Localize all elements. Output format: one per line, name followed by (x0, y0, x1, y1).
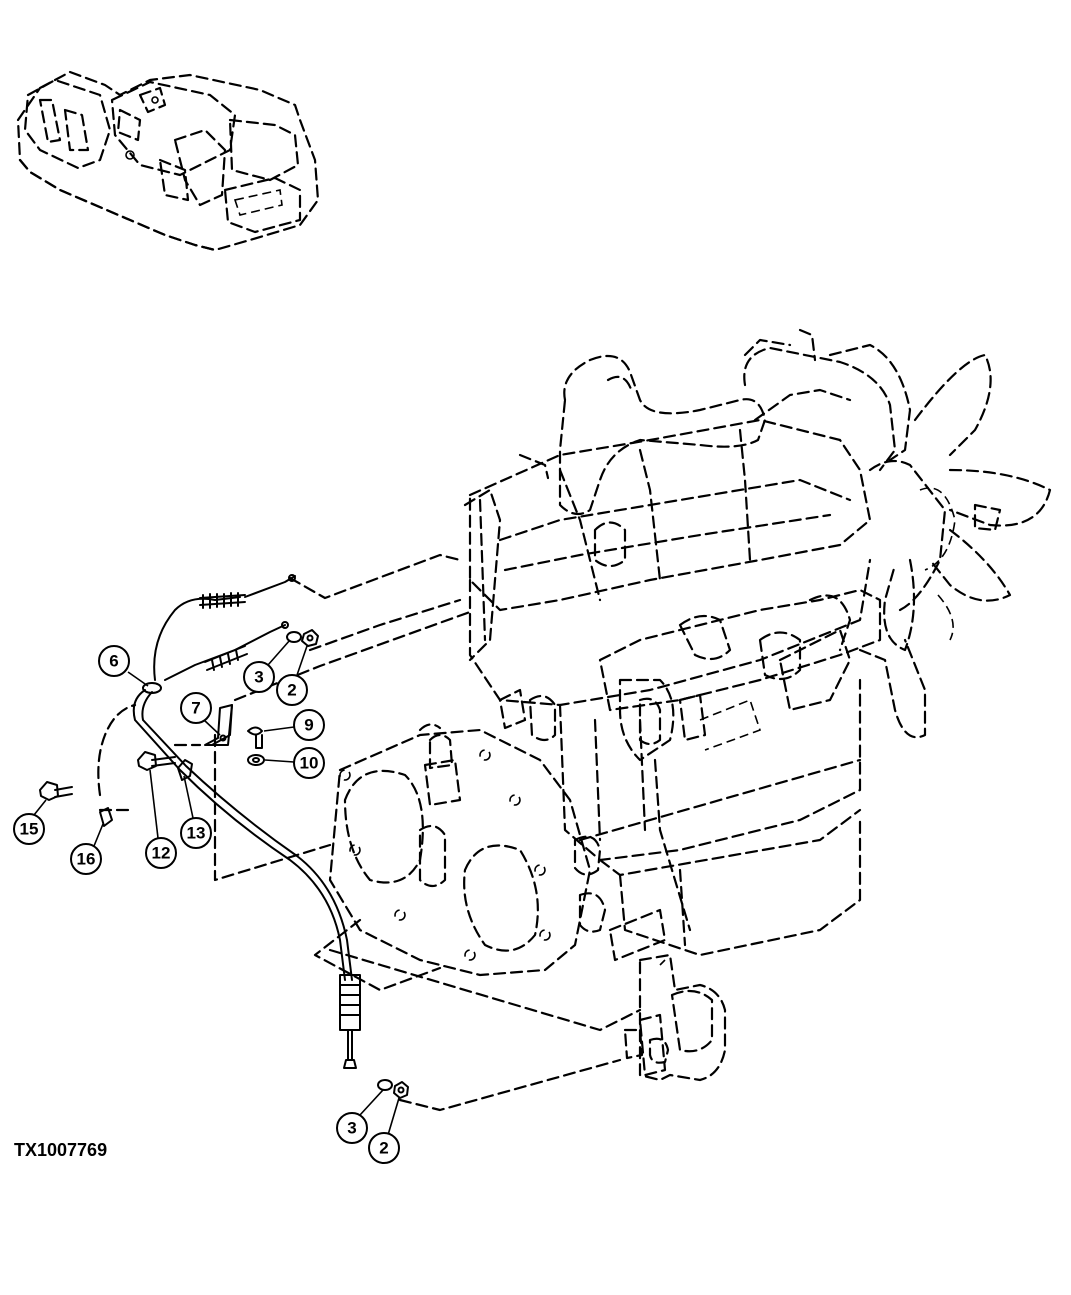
clamp-16 (97, 703, 137, 827)
excavator-locator-inset (16, 70, 320, 252)
callout-15: 15 (13, 799, 47, 845)
callout-3-lower: 3 (336, 1089, 384, 1144)
clamp-13 (177, 759, 193, 781)
washer-3-upper (286, 631, 302, 643)
callout-10: 10 (264, 747, 325, 779)
figure-id-label: TX1007769 (14, 1140, 108, 1160)
svg-text:15: 15 (20, 820, 39, 839)
washer-10 (247, 754, 265, 766)
clamp-6 (142, 682, 162, 694)
callout-13: 13 (180, 775, 212, 849)
svg-text:2: 2 (379, 1139, 388, 1158)
bolt-15 (39, 781, 73, 801)
svg-text:7: 7 (191, 699, 200, 718)
callout-3-upper: 3 (243, 639, 291, 693)
nut-2-lower (393, 1081, 409, 1099)
bolt-9 (247, 726, 263, 749)
svg-text:9: 9 (304, 716, 313, 735)
assembly-boundary-lines (98, 553, 692, 1112)
callout-2-upper: 2 (276, 645, 308, 706)
svg-text:3: 3 (254, 668, 263, 687)
callout-16: 16 (70, 823, 104, 875)
svg-text:10: 10 (300, 754, 319, 773)
washer-3-lower (377, 1079, 393, 1091)
bolt-12 (137, 751, 176, 771)
engine-assembly (328, 328, 1052, 977)
svg-text:6: 6 (109, 652, 118, 671)
svg-text:3: 3 (347, 1119, 356, 1138)
nut-2-upper (301, 629, 319, 647)
callout-9: 9 (263, 709, 325, 741)
callout-6: 6 (98, 645, 149, 687)
bracket-7 (204, 704, 233, 746)
throttle-cable-lower (132, 621, 361, 1069)
svg-text:12: 12 (152, 844, 171, 863)
svg-text:2: 2 (287, 681, 296, 700)
callout-7: 7 (180, 692, 221, 736)
callout-2-lower: 2 (368, 1097, 400, 1164)
callout-12: 12 (145, 769, 177, 869)
svg-text:13: 13 (187, 824, 206, 843)
throttle-cable-upper (153, 574, 296, 681)
svg-text:16: 16 (77, 850, 96, 869)
control-valve-assembly (608, 908, 727, 1082)
